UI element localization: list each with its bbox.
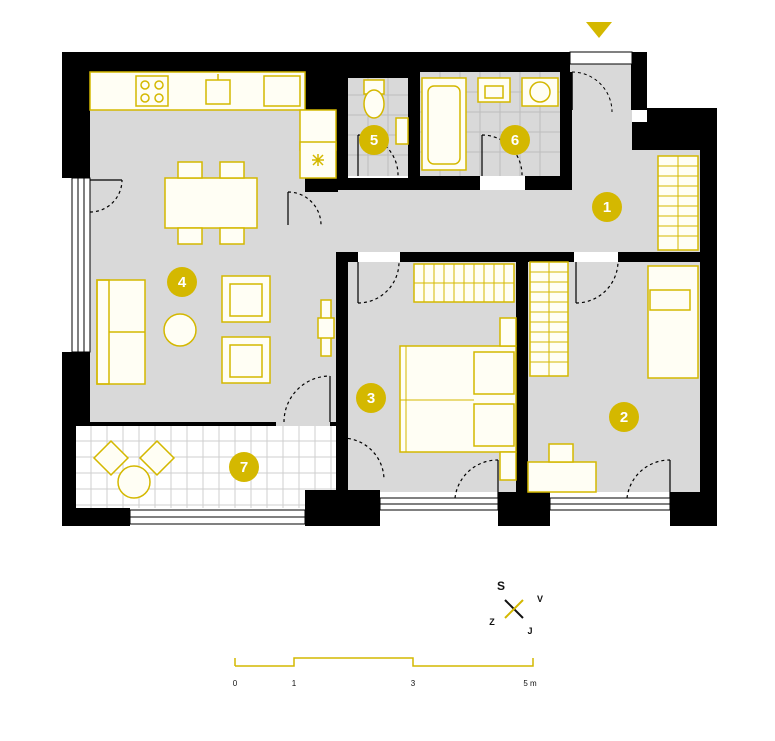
room-badge-6: 6 [500,125,530,155]
svg-text:1: 1 [603,199,611,216]
dining-table [164,177,258,229]
coffee-table [163,313,197,347]
kitchen-counter [89,71,306,111]
room-badge-2: 2 [609,402,639,432]
room-badge-4: 4 [167,267,197,297]
dishwasher-icon [263,75,301,107]
svg-text:4: 4 [178,274,187,291]
loggia-table [117,465,151,499]
scale-label-0: 0 [233,679,238,688]
svg-text:2: 2 [620,409,628,426]
room-badges: 1 2 3 4 5 6 7 [167,125,639,482]
walls [62,52,717,526]
room-badge-3: 3 [356,383,386,413]
scale-bar: 0 1 3 5 m [233,657,537,688]
scale-label-3: 3 [411,679,416,688]
compass-west: Z [489,617,495,627]
wc-sink-icon [395,117,409,145]
compass-south: J [527,626,532,636]
svg-text:5: 5 [370,132,378,149]
compass-east: V [537,594,543,604]
svg-text:7: 7 [240,459,248,476]
armchair [221,336,271,384]
stove-icon [135,75,169,107]
scale-label-5: 5 m [523,679,537,688]
room-badge-5: 5 [359,125,389,155]
compass-rose: S V J Z [489,579,543,636]
wardrobe-lines [400,156,698,452]
svg-text:6: 6 [511,132,519,149]
single-bed [647,265,699,379]
desk [527,461,597,493]
compass-north: S [497,579,505,593]
room-badge-7: 7 [229,452,259,482]
entrance-arrow-icon [586,22,612,38]
room-badge-1: 1 [592,192,622,222]
armchair [221,275,271,323]
scale-label-1: 1 [292,679,297,688]
svg-text:3: 3 [367,390,375,407]
window-lines [77,178,670,518]
entrance-door [569,51,633,113]
